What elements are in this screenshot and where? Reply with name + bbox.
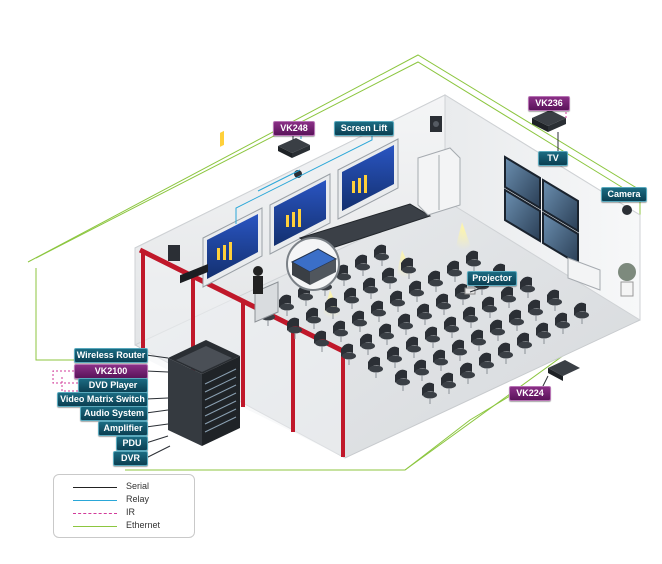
screen-left [202, 130, 263, 288]
chair [547, 289, 562, 311]
chair [390, 290, 405, 312]
chair [417, 303, 432, 325]
chair [528, 299, 543, 321]
amplifier-label: Amplifier [98, 421, 148, 436]
vk248-device [278, 138, 310, 158]
chair [409, 280, 424, 302]
chair [341, 343, 356, 365]
chair [352, 310, 367, 332]
dvd-player-label: DVD Player [78, 378, 148, 393]
chair [471, 329, 486, 351]
chair [344, 287, 359, 309]
ethernet-swatch [73, 526, 117, 527]
chair [401, 257, 416, 279]
vk224-device [548, 360, 580, 381]
chair [479, 352, 494, 374]
chair [422, 382, 437, 404]
wall-speaker-left [168, 245, 180, 261]
chair [447, 260, 462, 282]
chair [517, 332, 532, 354]
legend-label-relay: Relay [126, 494, 150, 504]
chair [463, 306, 478, 328]
chair [482, 296, 497, 318]
chair [441, 372, 456, 394]
serial-swatch [73, 487, 117, 488]
legend: Serial Relay IR Ethernet [53, 474, 195, 538]
vk236-label: VK236 [528, 96, 570, 111]
cabinet [417, 147, 461, 216]
screen-right [337, 138, 399, 220]
chair [314, 330, 329, 352]
dvr-label: DVR [113, 451, 148, 466]
rack-connector-lines [145, 354, 171, 459]
legend-label-ethernet: Ethernet [126, 520, 161, 530]
camera-device [622, 205, 632, 215]
video-matrix-switch-label: Video Matrix Switch [57, 392, 148, 407]
vk248-label: VK248 [273, 121, 315, 136]
projection-screens [202, 130, 399, 288]
tv-label: TV [538, 151, 568, 166]
audio-system-label: Audio System [80, 406, 148, 421]
chair [371, 300, 386, 322]
audience-chairs [260, 244, 589, 404]
chair [555, 312, 570, 334]
pdu-label: PDU [116, 436, 148, 451]
projector-device [464, 287, 476, 295]
plant [618, 263, 636, 297]
chair [498, 342, 513, 364]
podium [253, 266, 279, 323]
chair [520, 276, 535, 298]
wireless-router-label: Wireless Router [74, 348, 148, 363]
chair [433, 349, 448, 371]
glass-partition [138, 247, 347, 458]
chair [444, 316, 459, 338]
chair [325, 297, 340, 319]
side-table [567, 257, 601, 291]
ir-swatch [73, 513, 117, 514]
chair [379, 323, 394, 345]
screen-lift-label: Screen Lift [334, 121, 394, 136]
chair [368, 356, 383, 378]
chair [452, 339, 467, 361]
chair [395, 369, 410, 391]
chair [428, 270, 443, 292]
chair [363, 277, 378, 299]
relay-swatch [73, 500, 117, 501]
chair [501, 286, 516, 308]
chair [425, 326, 440, 348]
chair [306, 307, 321, 329]
camera-label: Camera [601, 187, 647, 202]
chair [360, 333, 375, 355]
chair [436, 293, 451, 315]
legend-label-ir: IR [126, 507, 135, 517]
vk224-label: VK224 [509, 386, 551, 401]
chair [387, 346, 402, 368]
chair [414, 359, 429, 381]
chair [509, 309, 524, 331]
chair [333, 320, 348, 342]
vk236-device [532, 110, 566, 132]
equipment-rack [168, 263, 240, 446]
legend-label-serial: Serial [126, 481, 150, 491]
chair [406, 336, 421, 358]
chair [574, 302, 589, 324]
chair [355, 254, 370, 276]
chair [536, 322, 551, 344]
chair [460, 362, 475, 384]
chair [374, 244, 389, 266]
chair [466, 250, 481, 272]
chair [398, 313, 413, 335]
chair [490, 319, 505, 341]
chair [279, 294, 294, 316]
touch-table-zoom [286, 237, 340, 291]
chair [382, 267, 397, 289]
chair [287, 317, 302, 339]
vk2100-label: VK2100 [74, 364, 148, 379]
projector-label: Projector [467, 271, 517, 286]
